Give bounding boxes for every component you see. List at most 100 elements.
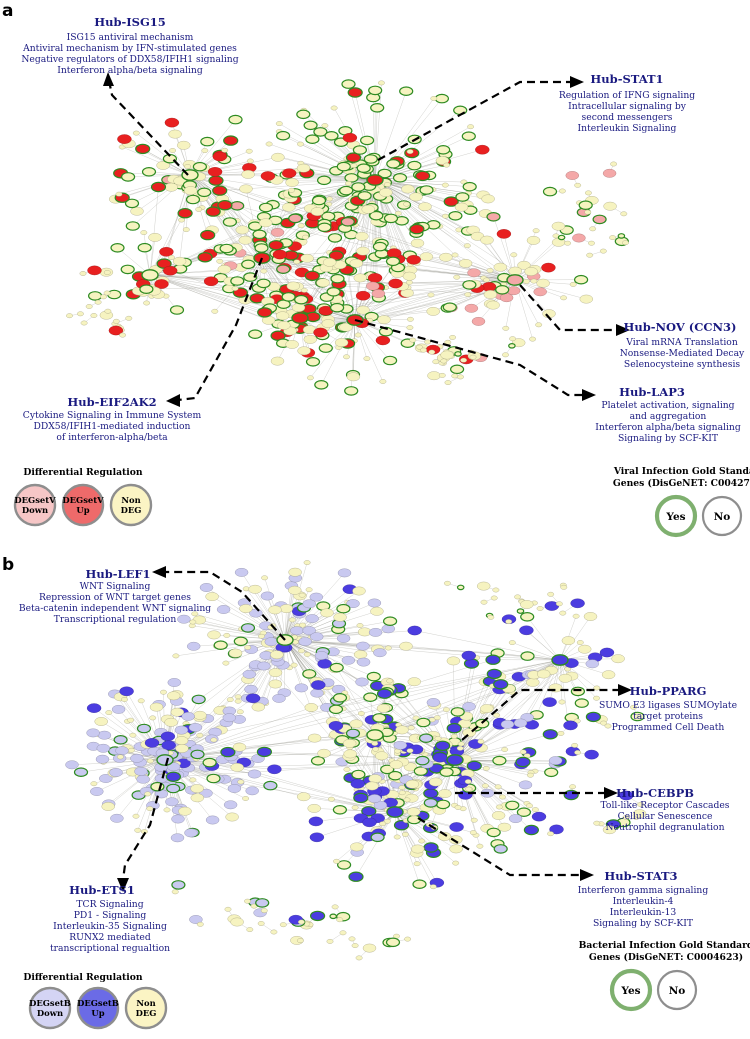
network-node bbox=[518, 780, 533, 790]
network-node bbox=[486, 827, 501, 838]
network-node bbox=[270, 650, 284, 660]
network-node bbox=[501, 747, 509, 752]
network-node bbox=[449, 844, 463, 854]
network-edge bbox=[454, 722, 521, 761]
network-node bbox=[384, 182, 391, 187]
network-edge bbox=[454, 673, 533, 761]
network-node bbox=[294, 683, 309, 693]
network-node bbox=[383, 616, 398, 626]
network-node bbox=[349, 258, 363, 268]
network-node bbox=[578, 644, 592, 654]
network-node bbox=[206, 773, 221, 784]
network-node bbox=[288, 213, 303, 224]
network-node bbox=[353, 650, 368, 659]
panel-b-diff-legend-title: Differential Regulation bbox=[23, 972, 142, 983]
network-node bbox=[317, 222, 332, 233]
network-node bbox=[440, 358, 448, 364]
network-node bbox=[144, 738, 160, 748]
network-node bbox=[440, 350, 454, 360]
network-node bbox=[399, 641, 413, 651]
network-node bbox=[168, 129, 182, 139]
network-node bbox=[174, 736, 189, 745]
network-edge bbox=[395, 279, 516, 284]
network-node bbox=[455, 192, 470, 202]
network-node bbox=[356, 641, 370, 651]
network-node bbox=[427, 371, 441, 381]
gold-b-no-swatch bbox=[656, 969, 698, 1011]
network-node bbox=[544, 767, 559, 778]
network-node bbox=[285, 340, 299, 349]
network-node bbox=[303, 335, 317, 344]
network-node bbox=[427, 292, 435, 298]
network-node bbox=[508, 342, 516, 349]
network-node bbox=[285, 178, 299, 187]
panel-b-gold-legend-title-2: Genes (DisGeNET: C0004623) bbox=[589, 952, 743, 963]
network-node bbox=[311, 680, 326, 690]
network-node bbox=[481, 282, 497, 292]
hub-stat1-line-1: Regulation of IFNG signaling bbox=[559, 90, 695, 101]
network-node bbox=[432, 359, 440, 365]
network-node bbox=[443, 707, 450, 712]
network-node bbox=[304, 703, 318, 712]
network-node bbox=[108, 325, 124, 336]
network-node bbox=[282, 168, 297, 178]
network-node bbox=[448, 211, 463, 221]
network-node bbox=[464, 303, 479, 313]
network-node bbox=[182, 227, 190, 232]
network-node bbox=[345, 152, 362, 163]
network-node bbox=[363, 692, 378, 702]
network-node bbox=[305, 614, 319, 623]
network-node bbox=[236, 709, 244, 715]
network-node bbox=[355, 231, 369, 241]
hub-eif2ak2-line-2: DDX58/IFIH1-mediated induction bbox=[34, 421, 191, 432]
network-node bbox=[297, 223, 305, 229]
network-node bbox=[165, 771, 181, 783]
network-node bbox=[297, 141, 304, 147]
network-node bbox=[113, 734, 128, 745]
network-node bbox=[270, 228, 285, 237]
network-node bbox=[299, 622, 306, 628]
network-node bbox=[146, 758, 154, 764]
network-node bbox=[164, 182, 178, 192]
network-node bbox=[244, 898, 251, 904]
network-node bbox=[572, 233, 586, 243]
network-node bbox=[453, 274, 461, 280]
network-node bbox=[551, 221, 566, 231]
network-node bbox=[356, 305, 370, 315]
network-node bbox=[127, 717, 134, 723]
network-edge bbox=[292, 179, 376, 183]
network-node bbox=[557, 731, 565, 736]
network-node bbox=[290, 662, 298, 668]
network-node bbox=[406, 325, 414, 330]
network-node bbox=[461, 131, 476, 141]
network-node bbox=[328, 250, 344, 261]
network-node bbox=[467, 268, 481, 278]
network-node bbox=[527, 772, 534, 778]
network-node bbox=[450, 364, 465, 375]
network-node bbox=[248, 329, 263, 339]
network-node bbox=[360, 135, 375, 146]
network-node bbox=[66, 313, 73, 319]
network-node bbox=[210, 737, 218, 743]
network-node bbox=[241, 259, 256, 270]
hub-lap3-title: Hub-LAP3 bbox=[619, 385, 685, 399]
network-edge bbox=[354, 292, 408, 321]
network-node bbox=[197, 187, 212, 198]
legend-b-up-swatch bbox=[76, 986, 120, 1030]
arrowhead-stat3 bbox=[580, 869, 594, 881]
hub-isg15-annotation: Hub-ISG15 ISG15 antiviral mechanism Anti… bbox=[21, 15, 239, 176]
network-node bbox=[140, 230, 148, 235]
hub-isg15-line-4: Interferon alpha/beta signaling bbox=[57, 65, 203, 76]
network-node bbox=[486, 668, 502, 680]
network-edge bbox=[468, 655, 561, 661]
network-node bbox=[336, 603, 351, 614]
panel-b: b Hub-LEF1 WNT Signaling Repression of W… bbox=[2, 555, 750, 1030]
network-node bbox=[267, 764, 282, 775]
network-node bbox=[502, 325, 510, 331]
network-node bbox=[424, 339, 431, 345]
network-node bbox=[457, 374, 464, 380]
network-node bbox=[495, 804, 503, 810]
network-node bbox=[141, 167, 157, 177]
hub-lef1-line-3: Beta-catenin independent WNT signaling bbox=[19, 603, 211, 614]
network-node bbox=[599, 248, 607, 254]
